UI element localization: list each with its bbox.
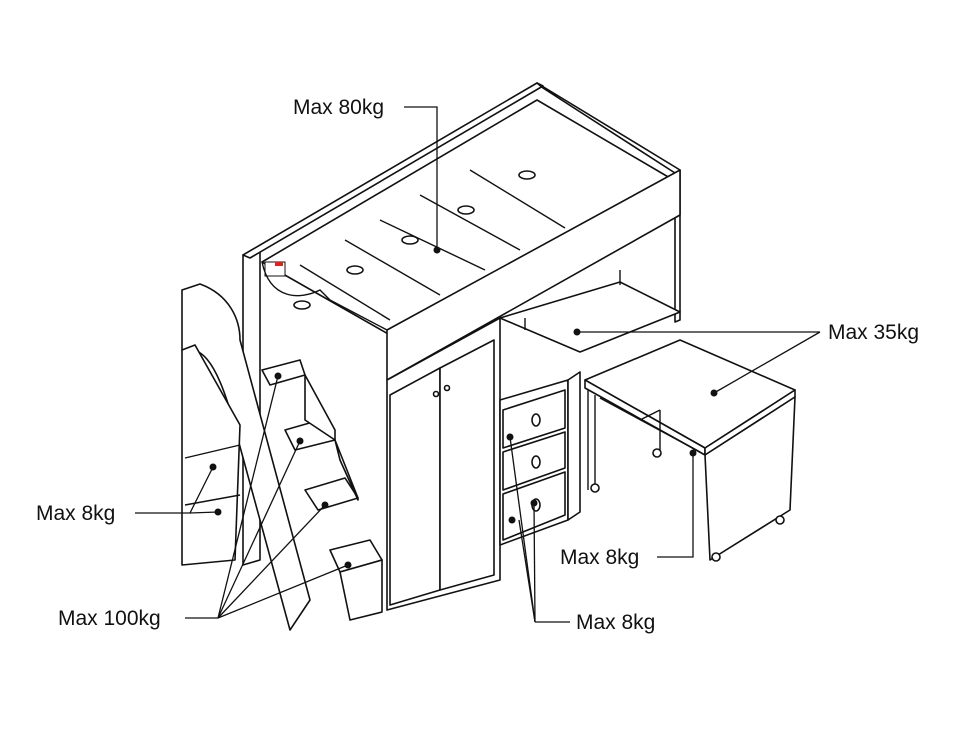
leader-lines bbox=[135, 106, 821, 623]
castors bbox=[590, 448, 785, 562]
label-desk-top-load: Max 35kg bbox=[828, 321, 920, 344]
stair-shelf-unit bbox=[181, 344, 241, 566]
label-desk-shelf-load: Max 8kg bbox=[560, 546, 640, 569]
desk-fixed-top bbox=[499, 281, 681, 353]
label-stairs-load: Max 100kg bbox=[58, 607, 161, 630]
pull-out-desk-side bbox=[704, 396, 796, 561]
stair-step-1 bbox=[261, 359, 306, 386]
cupboard-door-left bbox=[389, 367, 441, 606]
bed-front-rail bbox=[386, 169, 681, 381]
label-stair-shelves-load: Max 8kg bbox=[36, 502, 116, 525]
cupboard-door-right bbox=[439, 339, 495, 591]
label-drawers-load: Max 8kg bbox=[576, 611, 656, 634]
label-bed-deck-load: Max 80kg bbox=[293, 96, 385, 119]
deck-holes bbox=[293, 170, 536, 310]
